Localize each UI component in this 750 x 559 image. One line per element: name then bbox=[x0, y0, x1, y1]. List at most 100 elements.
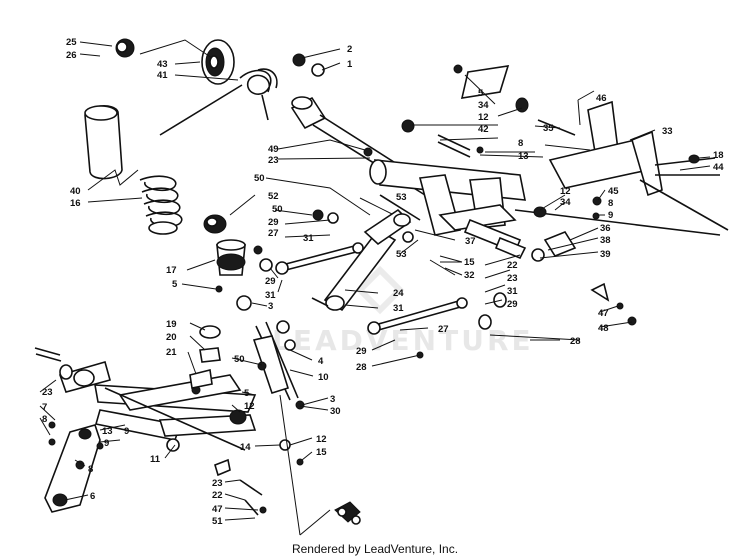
callout-label: 23 bbox=[507, 273, 518, 284]
callout-label: 31 bbox=[265, 290, 276, 301]
callout-label: 23 bbox=[268, 155, 279, 166]
center-shock-absorber bbox=[311, 208, 412, 312]
callout-label: 10 bbox=[318, 372, 329, 383]
callout-label: 50 bbox=[234, 354, 245, 365]
callout-label: 32 bbox=[464, 270, 475, 281]
upper-bracket bbox=[401, 64, 581, 158]
callout-label: 34 bbox=[478, 100, 489, 111]
callout-label: 12 bbox=[316, 434, 327, 445]
callout-label: 21 bbox=[166, 347, 177, 358]
callout-label: 28 bbox=[356, 362, 367, 373]
callout-label: 7 bbox=[42, 402, 47, 413]
callout-label: 52 bbox=[268, 191, 279, 202]
callout-label: 5 bbox=[478, 88, 484, 99]
callout-label: 19 bbox=[166, 319, 177, 330]
callout-label: 38 bbox=[600, 235, 611, 246]
callout-label: 8 bbox=[518, 138, 523, 149]
callout-label: 12 bbox=[244, 401, 255, 412]
leader-lines bbox=[39, 39, 711, 521]
callout-label: 11 bbox=[150, 454, 161, 465]
callout-label: 22 bbox=[212, 490, 223, 501]
callout-label: 24 bbox=[393, 288, 404, 299]
callout-label: 13 bbox=[102, 426, 113, 437]
callout-label: 5 bbox=[244, 388, 250, 399]
callout-label: 40 bbox=[70, 186, 81, 197]
callout-label: 9 bbox=[124, 426, 129, 437]
callout-label: 15 bbox=[464, 257, 475, 268]
callout-label: 8 bbox=[42, 414, 47, 425]
callout-label: 15 bbox=[316, 447, 327, 458]
torsion-spring bbox=[159, 68, 278, 136]
rear-bushings bbox=[402, 218, 637, 326]
callout-label: 8 bbox=[608, 198, 613, 209]
watermark-text: LEADVENTURE bbox=[272, 324, 534, 357]
front-a-arm bbox=[34, 347, 257, 452]
callout-label: 33 bbox=[662, 126, 673, 137]
rear-cross-rod bbox=[514, 179, 729, 262]
callout-label: 13 bbox=[518, 151, 529, 162]
callout-label: 48 bbox=[598, 323, 609, 334]
callout-label: 6 bbox=[90, 491, 95, 502]
callout-label: 53 bbox=[396, 192, 407, 203]
callout-label: 29 bbox=[265, 276, 276, 287]
callout-label: 17 bbox=[166, 265, 177, 276]
idler-wheel-assembly bbox=[115, 38, 325, 85]
callout-label: 31 bbox=[393, 303, 404, 314]
callout-label: 34 bbox=[560, 197, 571, 208]
callout-label: 12 bbox=[478, 112, 489, 123]
callout-label: 2 bbox=[347, 44, 352, 55]
callout-label: 31 bbox=[303, 233, 314, 244]
callout-label: 46 bbox=[596, 93, 607, 104]
callout-label: 27 bbox=[438, 324, 449, 335]
callout-label: 35 bbox=[543, 123, 554, 134]
footer-credit: Rendered by LeadVenture, Inc. bbox=[291, 542, 459, 556]
callout-label: 47 bbox=[212, 504, 223, 515]
callout-label: 8 bbox=[88, 464, 93, 475]
shock-body bbox=[203, 214, 299, 401]
callout-label: 53 bbox=[396, 249, 407, 260]
callout-label: 39 bbox=[600, 249, 611, 260]
upper-link-arm bbox=[253, 209, 364, 275]
callout-label: 9 bbox=[608, 210, 613, 221]
callout-label: 14 bbox=[240, 442, 251, 453]
callout-label: 18 bbox=[713, 150, 724, 161]
callout-label: 1 bbox=[347, 59, 353, 70]
callout-label: 50 bbox=[272, 204, 283, 215]
callout-label: 23 bbox=[212, 478, 223, 489]
callout-label: 28 bbox=[570, 336, 581, 347]
rear-mount-bracket bbox=[548, 100, 720, 220]
chain-detail bbox=[279, 394, 361, 536]
callout-label: 20 bbox=[166, 332, 177, 343]
callout-label: 50 bbox=[254, 173, 265, 184]
callout-label: 3 bbox=[268, 301, 273, 312]
callout-label: 29 bbox=[268, 217, 279, 228]
callout-label: 16 bbox=[70, 198, 81, 209]
callout-label: 12 bbox=[560, 186, 571, 197]
callout-label: 25 bbox=[66, 37, 77, 48]
callout-label: 4 bbox=[318, 356, 324, 367]
rear-arm-frame bbox=[369, 146, 526, 236]
pivot-link bbox=[44, 421, 104, 513]
callout-label: 37 bbox=[465, 236, 476, 247]
callout-label: 3 bbox=[330, 394, 335, 405]
callout-label: 22 bbox=[507, 260, 518, 271]
callout-label: 47 bbox=[598, 308, 609, 319]
callout-label: 30 bbox=[330, 406, 341, 417]
callout-label: 51 bbox=[212, 516, 223, 527]
callout-label: 27 bbox=[268, 228, 279, 239]
callout-label: 9 bbox=[104, 438, 109, 449]
callout-label: 45 bbox=[608, 186, 619, 197]
coil-over-shock bbox=[84, 105, 183, 235]
callout-label: 42 bbox=[478, 124, 489, 135]
callout-label: 49 bbox=[268, 144, 279, 155]
callout-label: 44 bbox=[713, 162, 724, 173]
callout-label: 41 bbox=[157, 70, 168, 81]
callout-label: 31 bbox=[507, 286, 518, 297]
callout-label: 23 bbox=[42, 387, 53, 398]
callout-label: 29 bbox=[356, 346, 367, 357]
callout-label: 29 bbox=[507, 299, 518, 310]
callout-label: 5 bbox=[172, 279, 178, 290]
lower-link-arm bbox=[367, 292, 581, 359]
